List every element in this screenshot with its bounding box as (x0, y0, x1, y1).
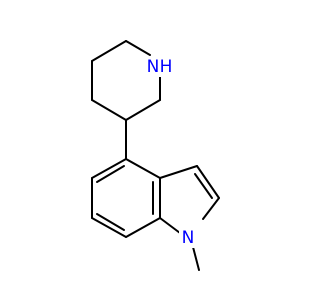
bonds (91, 40, 220, 271)
bond-pip-3 (91, 40, 127, 62)
atom-bg-nh (149, 56, 171, 77)
bond-benz-3 (91, 217, 127, 238)
bond-pyr-3 (202, 197, 220, 220)
atom-n-indole: N (182, 228, 195, 248)
molecule-structure: N H N (91, 40, 220, 271)
bond-pip-1 (91, 99, 127, 121)
atom-bg-n-indole (179, 228, 197, 248)
atom-h-piperidine: H (160, 57, 173, 77)
bond-pyr-1 (159, 165, 198, 179)
bond-pip-6 (125, 99, 161, 121)
bond-benz-1 (91, 158, 127, 179)
bond-pyr-2 (196, 165, 220, 199)
bond-benz-3-inner (96, 213, 125, 231)
bond-benz-1-inner (96, 165, 125, 183)
atom-n-piperidine: N (147, 57, 160, 77)
bond-pyr-4 (159, 217, 181, 234)
bond-benz-4 (125, 217, 161, 238)
atom-labels: N H N (147, 56, 197, 248)
bond-pyr-2-inner (194, 173, 213, 199)
bond-benz-6 (125, 158, 161, 179)
bond-pip-4 (125, 40, 151, 56)
bond-n-methyl (192, 246, 200, 271)
